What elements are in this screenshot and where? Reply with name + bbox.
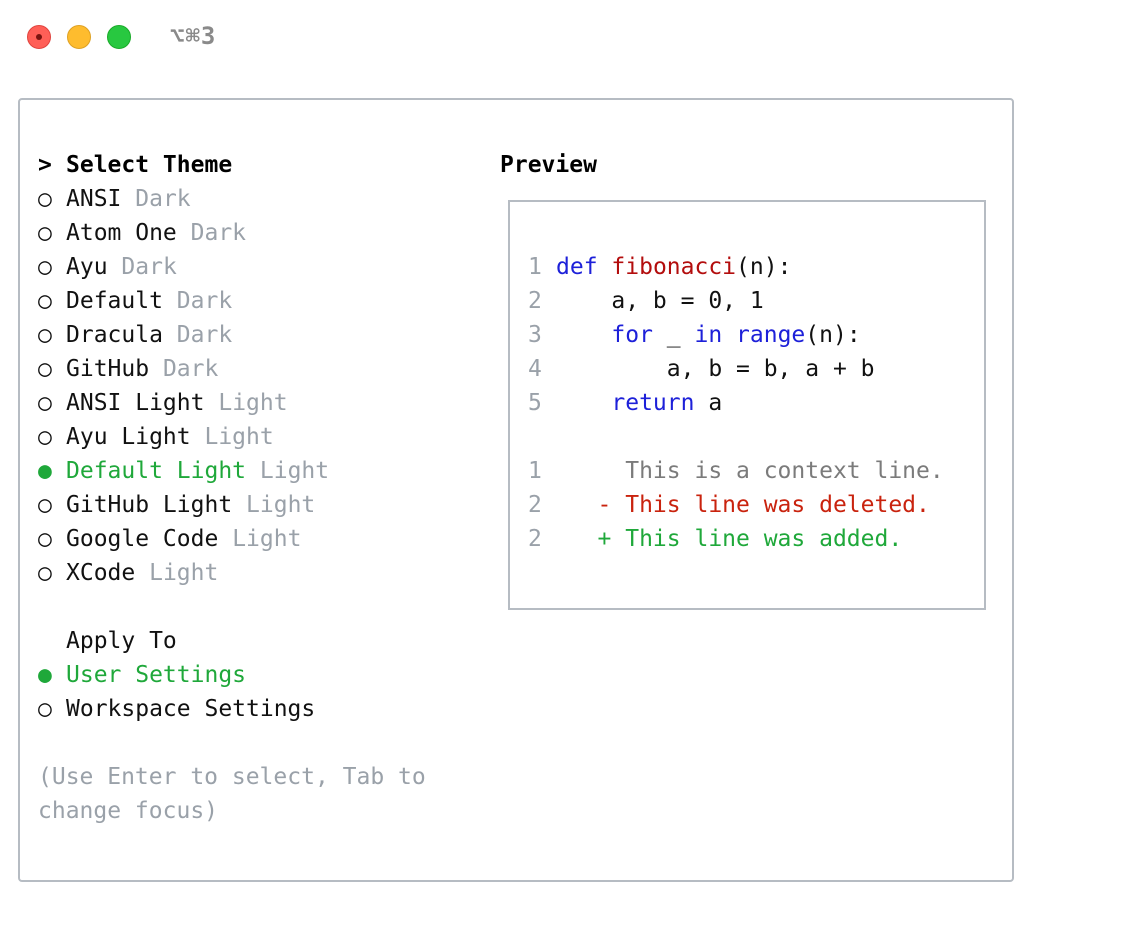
theme-dialog	[18, 98, 1014, 882]
radio-icon: ○	[38, 492, 52, 518]
apply-to-heading: Apply To	[66, 628, 177, 654]
theme-option-default-dark[interactable]: ○Default Dark	[38, 284, 232, 318]
radio-icon: ○	[38, 356, 52, 382]
radio-icon: ○	[38, 186, 52, 212]
theme-option-dracula-dark[interactable]: ○Dracula Dark	[38, 318, 232, 352]
theme-option-ayu-light[interactable]: ○Ayu Light Light	[38, 420, 274, 454]
code-line-5: 5 return a	[528, 390, 723, 416]
radio-icon: ○	[38, 322, 52, 348]
radio-selected-icon: ●	[38, 458, 52, 484]
help-text-line-2: change focus)	[38, 798, 219, 824]
radio-icon: ○	[38, 526, 52, 552]
radio-icon: ○	[38, 288, 52, 314]
apply-option-user-settings[interactable]: ●User Settings	[38, 658, 246, 692]
close-window-button[interactable]	[27, 25, 51, 49]
radio-selected-icon: ●	[38, 662, 52, 688]
window-shortcut-label: ⌥⌘3	[170, 22, 217, 50]
theme-option-ansi-light[interactable]: ○ANSI Light Light	[38, 386, 288, 420]
theme-option-github-dark[interactable]: ○GitHub Dark	[38, 352, 218, 386]
focus-prompt-icon: >	[38, 152, 52, 178]
code-line-4: 4 a, b = b, a + b	[528, 356, 875, 382]
preview-box	[508, 200, 986, 610]
title-bar: ⌥⌘3	[0, 0, 1140, 76]
radio-icon: ○	[38, 560, 52, 586]
minimize-window-button[interactable]	[67, 25, 91, 49]
zoom-window-button[interactable]	[107, 25, 131, 49]
theme-option-google-code-light[interactable]: ○Google Code Light	[38, 522, 301, 556]
theme-option-ayu-dark[interactable]: ○Ayu Dark	[38, 250, 177, 284]
theme-option-default-light[interactable]: ●Default Light Light	[38, 454, 329, 488]
radio-icon: ○	[38, 254, 52, 280]
code-line-3: 3 for _ in range(n):	[528, 322, 861, 348]
diff-context-line: 1 This is a context line.	[528, 458, 944, 484]
theme-option-ansi-dark[interactable]: ○ANSI Dark	[38, 182, 191, 216]
radio-icon: ○	[38, 424, 52, 450]
diff-added-line: 2 + This line was added.	[528, 526, 903, 552]
apply-option-workspace-settings[interactable]: ○Workspace Settings	[38, 692, 315, 726]
code-line-2: 2 a, b = 0, 1	[528, 288, 764, 314]
select-theme-heading: >Select Theme	[38, 148, 232, 182]
theme-option-atom-one-dark[interactable]: ○Atom One Dark	[38, 216, 246, 250]
diff-deleted-line: 2 - This line was deleted.	[528, 492, 930, 518]
theme-option-github-light[interactable]: ○GitHub Light Light	[38, 488, 315, 522]
theme-option-xcode-light[interactable]: ○XCode Light	[38, 556, 218, 590]
preview-heading: Preview	[500, 152, 597, 178]
radio-icon: ○	[38, 696, 52, 722]
radio-icon: ○	[38, 390, 52, 416]
help-text-line-1: (Use Enter to select, Tab to	[38, 764, 426, 790]
radio-icon: ○	[38, 220, 52, 246]
